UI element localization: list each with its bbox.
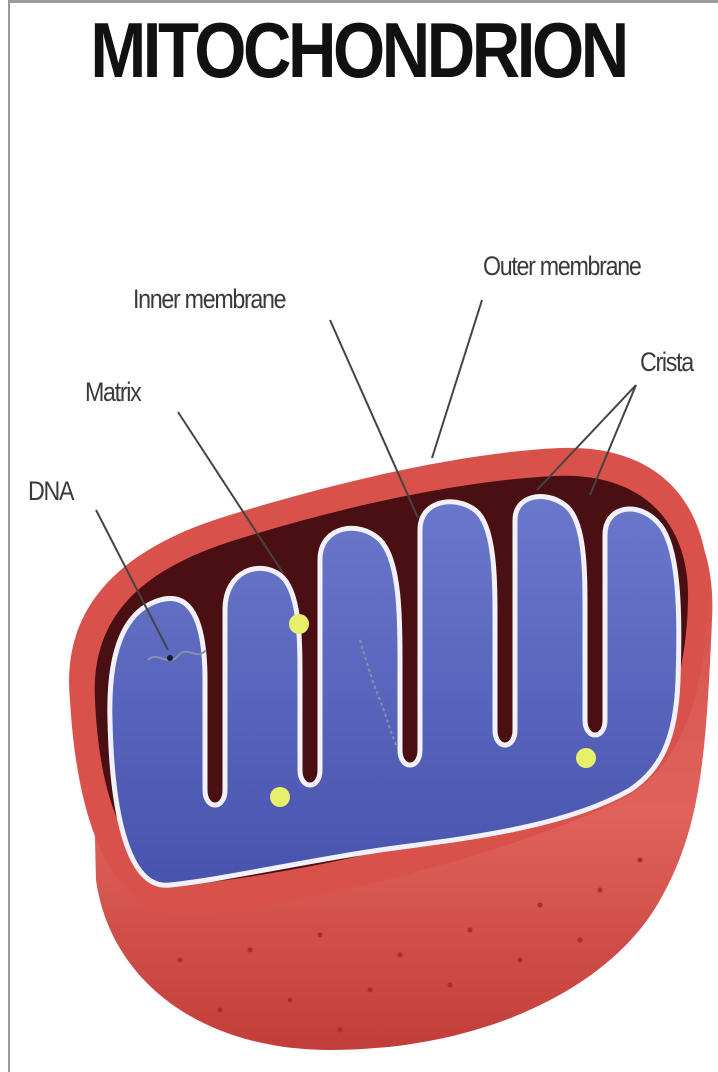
label-inner-membrane: Inner membrane xyxy=(133,284,285,315)
label-matrix: Matrix xyxy=(85,377,140,408)
label-crista: Crista xyxy=(640,347,693,378)
label-dna: DNA xyxy=(28,476,73,507)
matrix-granule xyxy=(270,787,290,807)
dna-dot xyxy=(167,655,173,661)
matrix-granule xyxy=(289,614,309,634)
matrix-granule xyxy=(576,748,596,768)
diagram-title: MITOCHONDRION xyxy=(49,4,666,96)
leader-line-outer xyxy=(432,300,482,458)
label-outer-membrane: Outer membrane xyxy=(483,251,640,282)
